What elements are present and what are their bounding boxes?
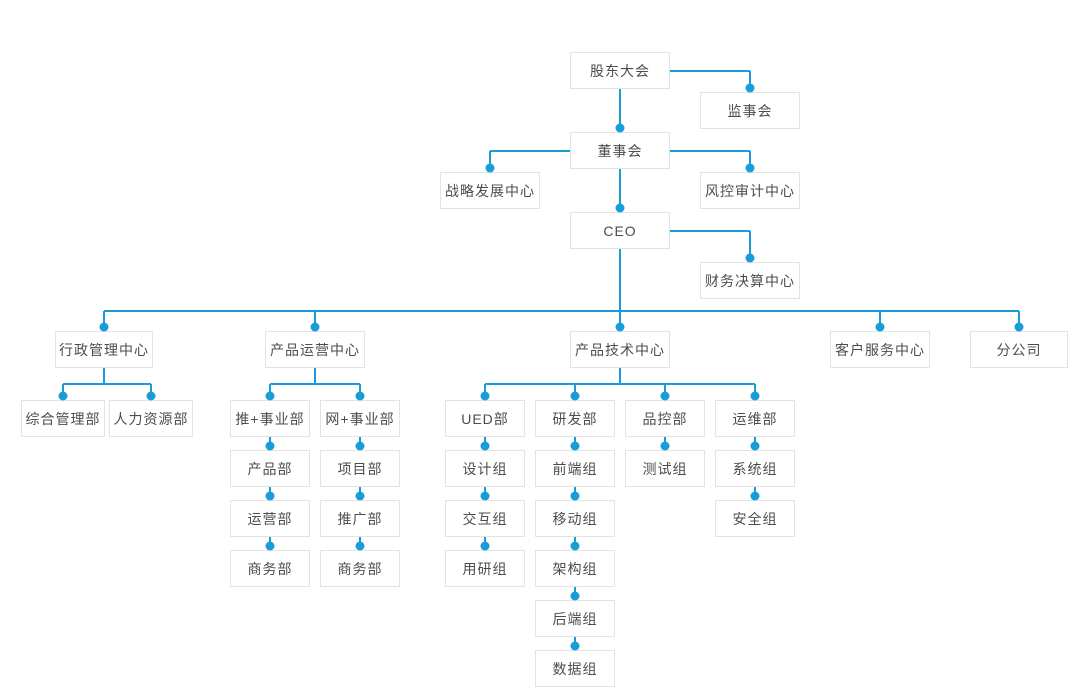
org-node-tui-division: 推+事业部 [230,400,310,437]
org-node-hr-dept: 人力资源部 [109,400,193,437]
org-node-admin-center: 行政管理中心 [55,331,153,368]
org-node-customer-service-center: 客户服务中心 [830,331,930,368]
org-node-frontend-group: 前端组 [535,450,615,487]
org-node-finance-center: 财务决算中心 [700,262,800,299]
org-node-business-dept-tui: 商务部 [230,550,310,587]
org-node-product-ops-center: 产品运营中心 [265,331,365,368]
org-node-design-group: 设计组 [445,450,525,487]
org-node-mobile-group: 移动组 [535,500,615,537]
org-node-rnd-dept: 研发部 [535,400,615,437]
org-node-operations-dept: 运营部 [230,500,310,537]
org-node-backend-group: 后端组 [535,600,615,637]
org-node-business-dept-wang: 商务部 [320,550,400,587]
org-node-board-of-directors: 董事会 [570,132,670,169]
org-node-quality-control-dept: 品控部 [625,400,705,437]
org-node-user-research-group: 用研组 [445,550,525,587]
org-node-product-dept: 产品部 [230,450,310,487]
org-node-data-group: 数据组 [535,650,615,687]
org-node-operations-maintenance-dept: 运维部 [715,400,795,437]
org-node-general-management-dept: 综合管理部 [21,400,105,437]
org-node-strategy-center: 战略发展中心 [440,172,540,209]
org-node-ceo: CEO [570,212,670,249]
org-node-promotion-dept: 推广部 [320,500,400,537]
org-node-shareholders-meeting: 股东大会 [570,52,670,89]
org-node-ued-dept: UED部 [445,400,525,437]
org-node-product-tech-center: 产品技术中心 [570,331,670,368]
org-node-project-dept: 项目部 [320,450,400,487]
org-node-interaction-group: 交互组 [445,500,525,537]
org-node-supervisory-board: 监事会 [700,92,800,129]
org-node-system-group: 系统组 [715,450,795,487]
org-node-testing-group: 测试组 [625,450,705,487]
org-node-architecture-group: 架构组 [535,550,615,587]
org-node-branch-company: 分公司 [970,331,1068,368]
org-node-wang-division: 网+事业部 [320,400,400,437]
org-node-risk-audit-center: 风控审计中心 [700,172,800,209]
org-node-security-group: 安全组 [715,500,795,537]
